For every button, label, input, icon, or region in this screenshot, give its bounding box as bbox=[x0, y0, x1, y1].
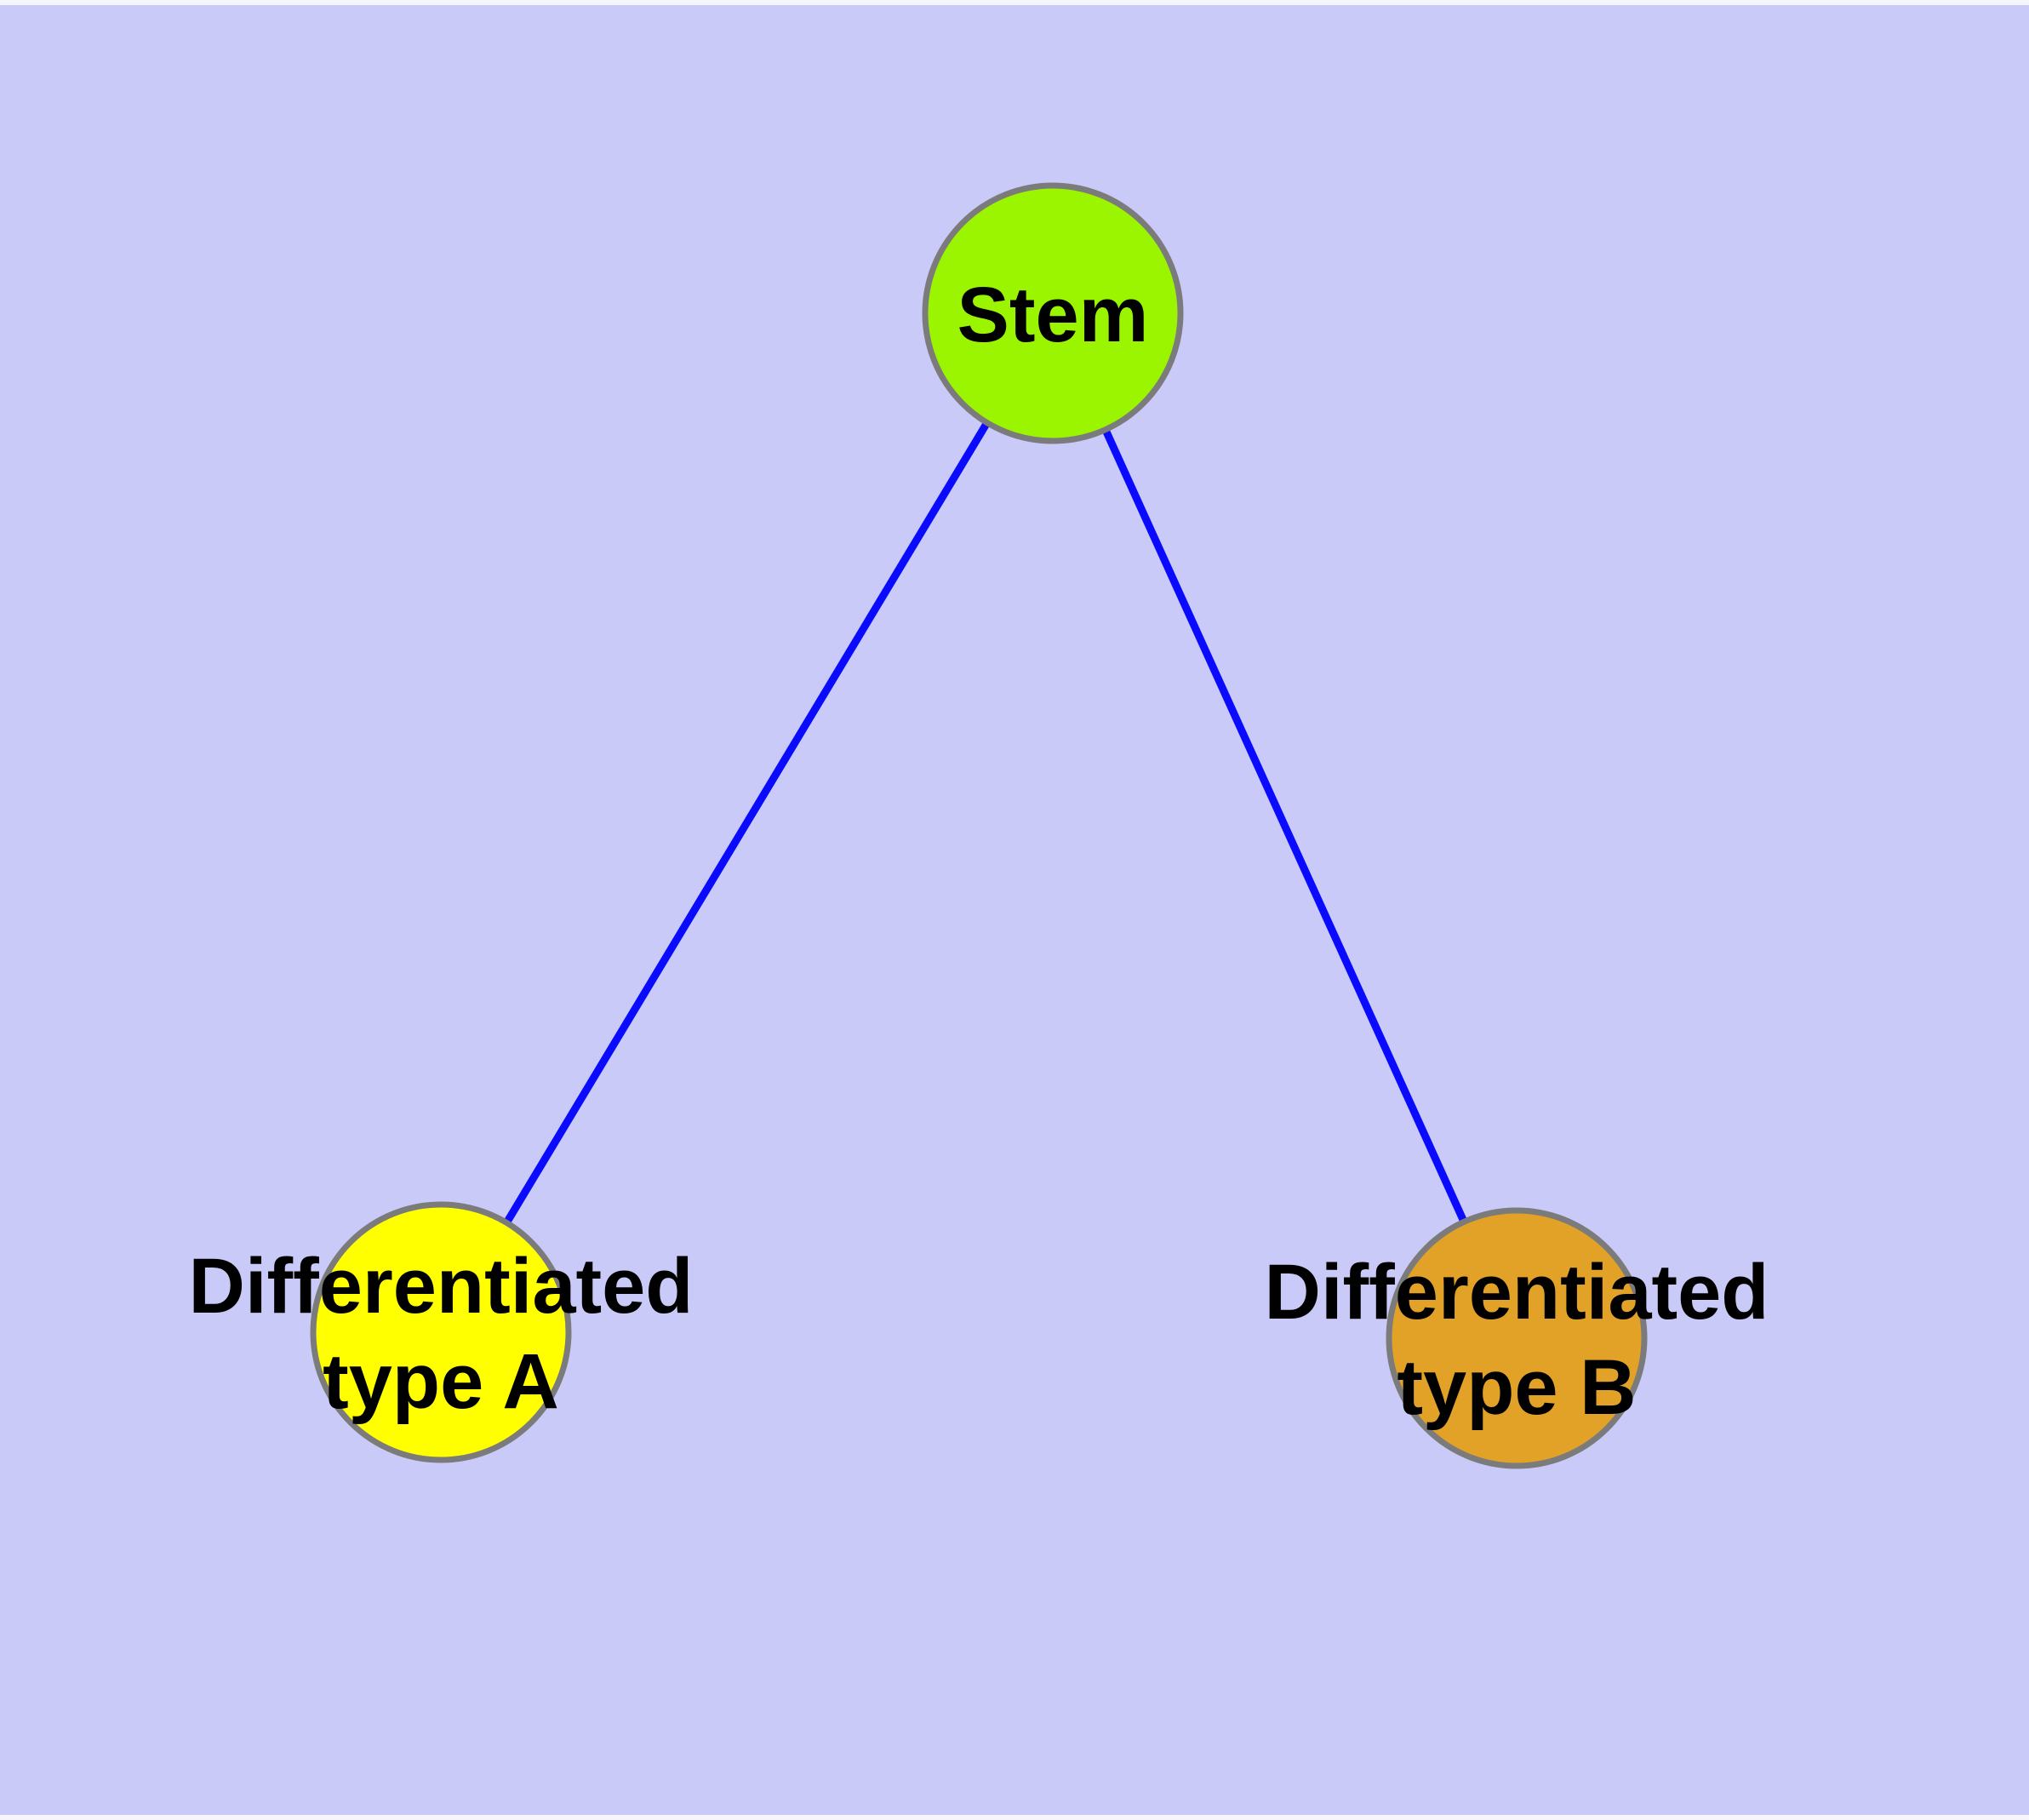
node-label-line: Stem bbox=[957, 272, 1149, 358]
node-differentiated-type-b bbox=[1386, 1207, 1648, 1469]
edge-stem-differentiated-type-b bbox=[1049, 312, 1521, 1340]
node-label-line: Differentiated bbox=[189, 1243, 694, 1330]
node-label-line: type A bbox=[323, 1338, 559, 1425]
node-stem bbox=[922, 182, 1184, 444]
node-label-line: type B bbox=[1397, 1344, 1636, 1431]
node-differentiated-type-a bbox=[310, 1201, 572, 1463]
edge-stem-differentiated-type-a bbox=[437, 311, 1056, 1335]
node-label-line: Differentiated bbox=[1265, 1249, 1769, 1336]
node-label-stem: Stem bbox=[957, 272, 1149, 358]
